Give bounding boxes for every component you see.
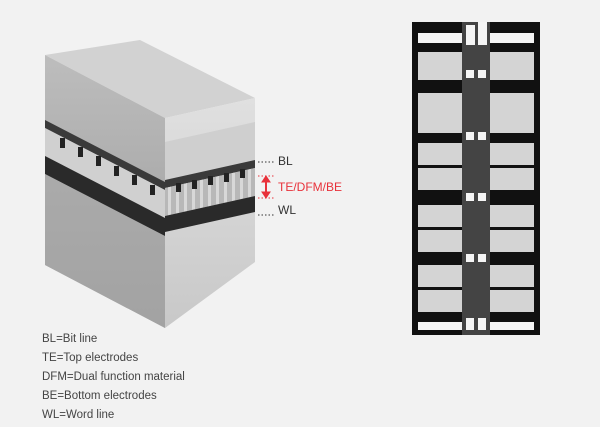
label-bit-line: BL xyxy=(278,154,293,168)
legend-item: DFM=Dual function material xyxy=(42,371,185,383)
legend-item: TE=Top electrodes xyxy=(42,352,139,364)
legend-item: BL=Bit line xyxy=(42,333,98,345)
double-arrow-icon xyxy=(261,175,271,199)
label-word-line: WL xyxy=(278,203,296,217)
block-top-face xyxy=(45,40,255,118)
legend: BL=Bit line TE=Top electrodes DFM=Dual f… xyxy=(42,330,185,425)
legend-item: WL=Word line xyxy=(42,409,115,421)
legend-item: BE=Bottom electrodes xyxy=(42,390,157,402)
label-te-dfm-be: TE/DFM/BE xyxy=(278,180,343,194)
bit-line-layer xyxy=(165,160,255,188)
word-line-layer xyxy=(165,196,255,232)
3d-memory-block xyxy=(45,40,255,328)
micrograph-image xyxy=(412,22,540,335)
